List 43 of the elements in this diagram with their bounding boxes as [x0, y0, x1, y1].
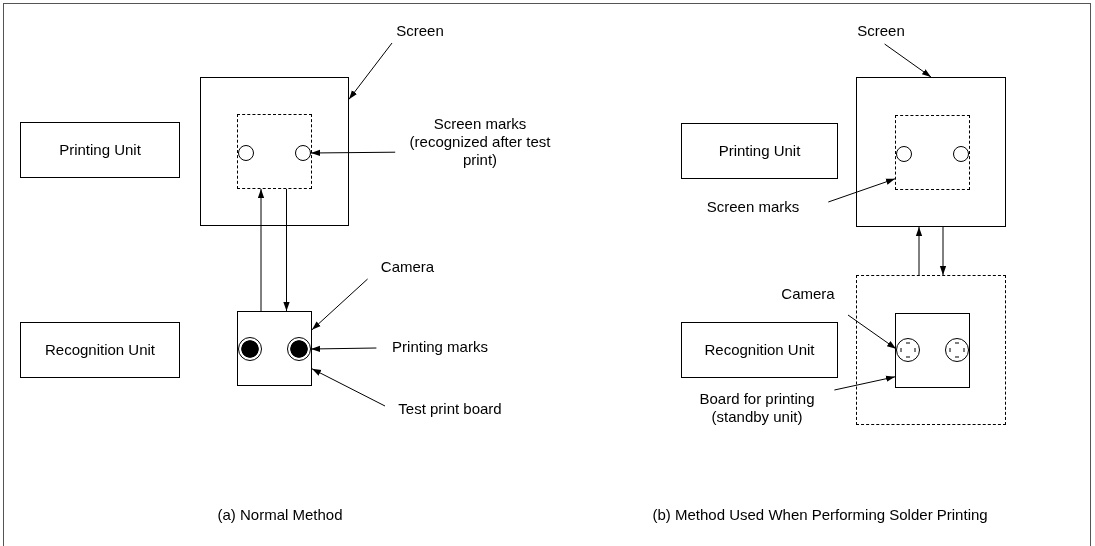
- leader-arrow: [847, 314, 897, 350]
- callout-label: Screen: [380, 22, 460, 42]
- unit-box: Printing Unit: [20, 122, 180, 178]
- callout-label: Camera: [768, 285, 848, 305]
- screen-mark: [896, 146, 912, 162]
- mark-area: [895, 115, 970, 190]
- leader-arrow: [311, 278, 369, 331]
- callout-label: Printing marks: [380, 338, 500, 358]
- unit-box: Recognition Unit: [20, 322, 180, 378]
- screen-mark: [238, 145, 254, 161]
- callout-label: Screen marks: [682, 198, 824, 218]
- callout-label: Board for printing (standby unit): [684, 390, 830, 446]
- callout-label: Screen marks (recognized after test print): [400, 115, 560, 175]
- screen-frame: [856, 77, 1006, 227]
- arrow: [283, 188, 290, 312]
- camera-mark: [896, 338, 920, 362]
- arrow: [257, 188, 265, 312]
- printing-mark: [287, 337, 311, 361]
- callout-label: Test print board: [385, 400, 515, 420]
- camera-mark: [945, 338, 969, 362]
- arrow: [915, 226, 923, 276]
- callout-label: Screen: [845, 22, 917, 42]
- mark-area: [237, 114, 312, 189]
- leader-arrow: [884, 43, 932, 78]
- screen-mark: [953, 146, 969, 162]
- printing-mark: [238, 337, 262, 361]
- panel-caption: (b) Method Used When Performing Solder Printing: [652, 506, 988, 523]
- leader-arrow: [827, 178, 896, 203]
- leader-arrow: [310, 149, 396, 157]
- test-print-board: [237, 311, 312, 386]
- leader-arrow: [833, 375, 896, 391]
- leader-arrow: [348, 42, 393, 100]
- callout-label: Camera: [365, 258, 450, 278]
- screen-mark: [295, 145, 311, 161]
- unit-box: Recognition Unit: [681, 322, 838, 378]
- solder-print-board: [895, 313, 970, 388]
- standby-unit-area: [856, 275, 1006, 425]
- arrow: [939, 226, 947, 276]
- leader-arrow: [310, 345, 377, 352]
- panel-caption: (a) Normal Method: [217, 506, 343, 523]
- leader-arrow: [311, 368, 386, 407]
- unit-box: Printing Unit: [681, 123, 838, 179]
- screen-frame: [200, 77, 349, 226]
